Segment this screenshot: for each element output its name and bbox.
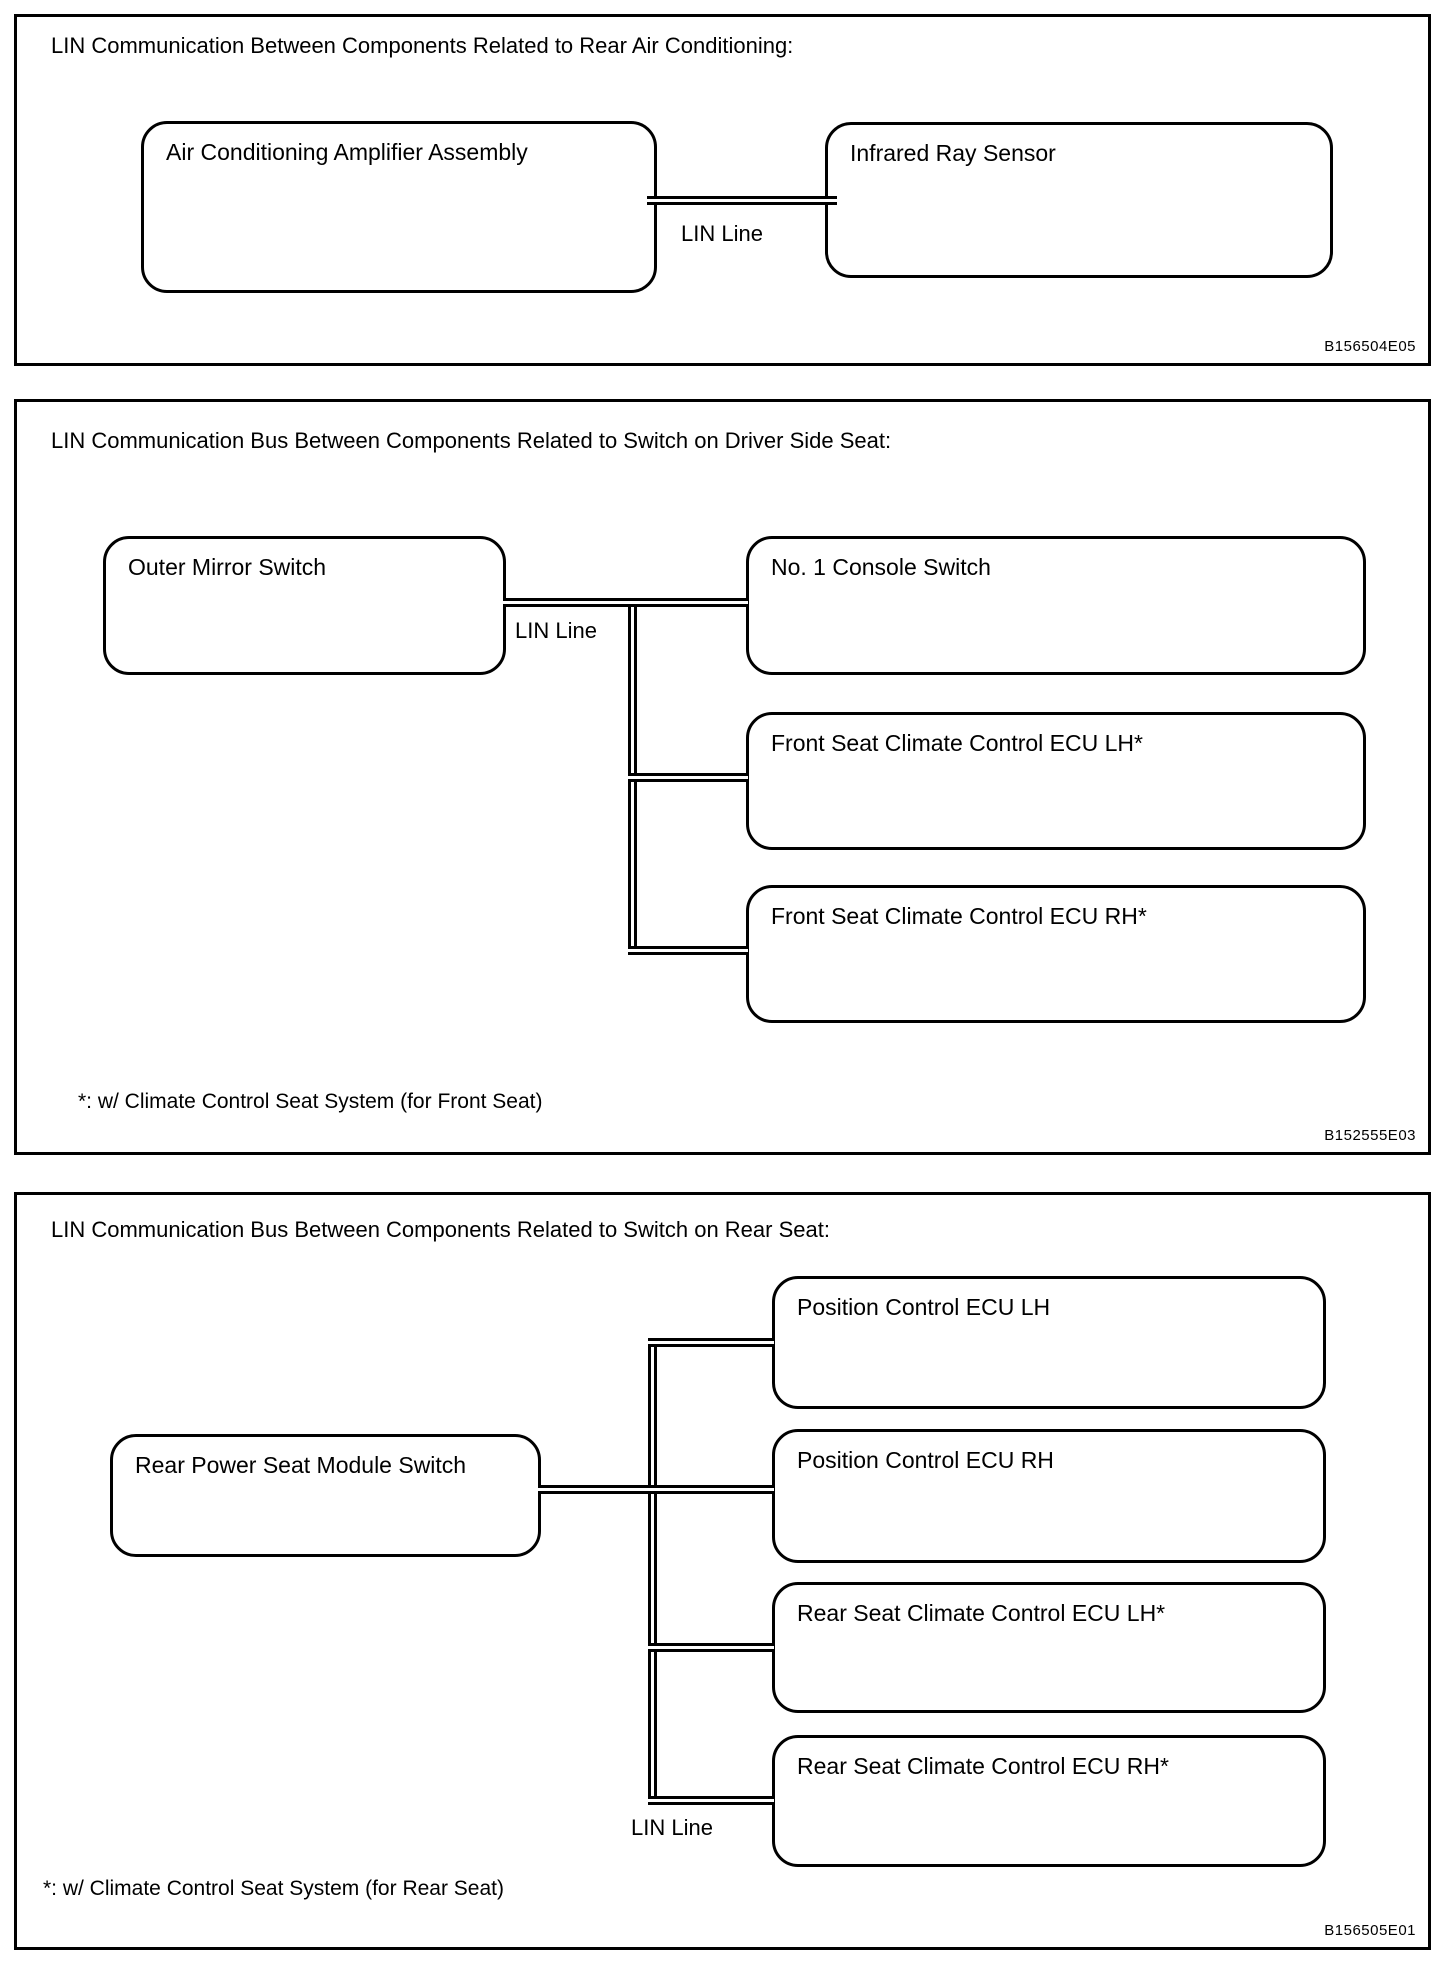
component-box-rear-seat-climate-ecu-lh: Rear Seat Climate Control ECU LH* (772, 1582, 1326, 1713)
lin-bus-line-stub (648, 1796, 774, 1805)
component-box-rear-seat-climate-ecu-rh: Rear Seat Climate Control ECU RH* (772, 1735, 1326, 1867)
lin-bus-line-stub (648, 1643, 774, 1652)
component-box-position-control-ecu-lh: Position Control ECU LH (772, 1276, 1326, 1409)
lin-bus-line-main (503, 598, 748, 607)
component-box-front-seat-climate-ecu-lh: Front Seat Climate Control ECU LH* (746, 712, 1366, 850)
lin-bus-line-vertical (648, 1338, 657, 1805)
component-box-infrared-ray-sensor: Infrared Ray Sensor (825, 122, 1333, 278)
panel-title: LIN Communication Bus Between Components… (51, 428, 892, 453)
lin-line-label: LIN Line (515, 618, 597, 643)
component-box-position-control-ecu-rh: Position Control ECU RH (772, 1429, 1326, 1563)
component-box-no1-console-switch: No. 1 Console Switch (746, 536, 1366, 675)
component-box-rear-power-seat-module-switch: Rear Power Seat Module Switch (110, 1434, 541, 1557)
lin-line-label: LIN Line (631, 1815, 713, 1840)
panel-driver-side-seat-switch: LIN Communication Bus Between Components… (14, 399, 1431, 1155)
panel-rear-air-conditioning: LIN Communication Between Components Rel… (14, 14, 1431, 366)
component-box-outer-mirror-switch: Outer Mirror Switch (103, 536, 506, 675)
component-box-front-seat-climate-ecu-rh: Front Seat Climate Control ECU RH* (746, 885, 1366, 1023)
panel-rear-seat-switch: LIN Communication Bus Between Components… (14, 1192, 1431, 1950)
figure-ref-code: B152555E03 (1324, 1127, 1416, 1144)
component-box-air-conditioning-amplifier: Air Conditioning Amplifier Assembly (141, 121, 657, 293)
panel-title: LIN Communication Between Components Rel… (51, 33, 794, 58)
lin-bus-line-stub (628, 946, 748, 955)
footnote: *: w/ Climate Control Seat System (for R… (43, 1877, 504, 1900)
footnote: *: w/ Climate Control Seat System (for F… (78, 1090, 543, 1113)
lin-bus-line-stub (628, 773, 748, 782)
figure-ref-code: B156504E05 (1324, 338, 1416, 355)
lin-bus-line (647, 196, 837, 205)
panel-title: LIN Communication Bus Between Components… (51, 1217, 830, 1242)
lin-bus-line-stub (648, 1338, 774, 1347)
lin-line-label: LIN Line (681, 221, 763, 246)
figure-ref-code: B156505E01 (1324, 1922, 1416, 1939)
lin-bus-line-main (538, 1485, 774, 1494)
